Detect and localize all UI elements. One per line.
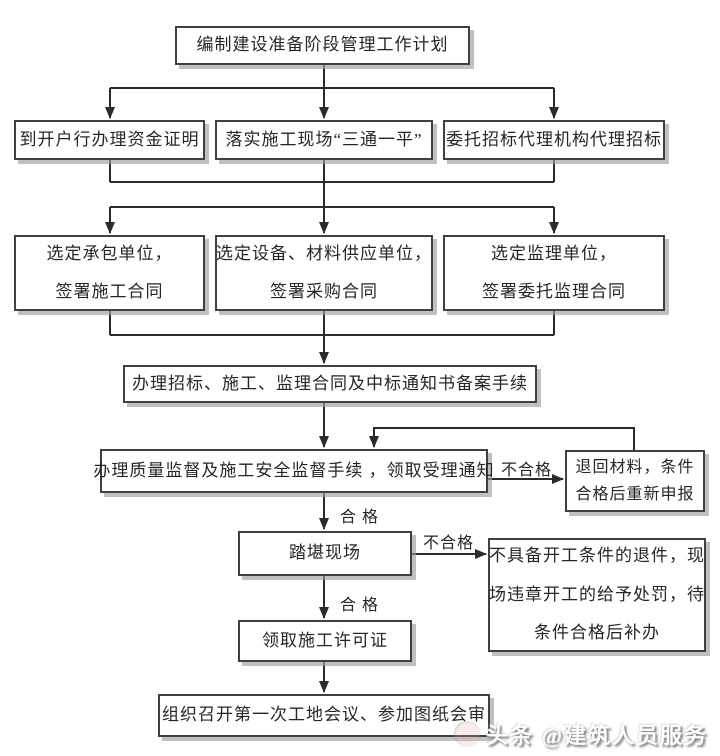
node-contractor-line1: 选定承包单位， xyxy=(46,244,173,264)
node-fund-cert: 到开户行办理资金证明 xyxy=(14,120,205,160)
node-site-three-one: 落实施工现场“三通一平” xyxy=(215,120,433,160)
node-bid-agency-label: 委托招标代理机构代理招标 xyxy=(446,129,662,149)
node-reject-punish-line2: 场违章开工的给予处罚，待 xyxy=(489,584,705,604)
node-quality-safety-label: 办理质量监督及施工安全监督手续 ，领取受理通知 xyxy=(93,460,495,480)
node-plan: 编制建设准备阶段管理工作计划 xyxy=(175,26,470,65)
node-supplier-line1: 选定设备、材料供应单位， xyxy=(216,244,432,264)
node-return-materials-line1: 退回材料，条件 xyxy=(575,458,695,476)
node-supervisor-line1: 选定监理单位， xyxy=(491,244,617,264)
node-supervisor-line2: 签署委托监理合同 xyxy=(482,281,626,301)
edge-label-unqualified-1: 不合格 xyxy=(501,462,553,479)
node-permit-label: 领取施工许可证 xyxy=(262,630,388,650)
watermark: 头条 @建筑人员服务 xyxy=(454,718,708,750)
node-contractor: 选定承包单位， 签署施工合同 xyxy=(14,235,205,311)
node-reject-punish: 不具备开工条件的退件，现 场违章开工的给予处罚，待 条件合格后补办 xyxy=(488,538,706,652)
node-site-visit: 踏堪现场 xyxy=(238,531,412,576)
node-first-meeting-label: 组织召开第一次工地会议、参加图纸会审 xyxy=(162,705,486,725)
node-permit: 领取施工许可证 xyxy=(238,620,412,662)
node-reject-punish-line3: 条件合格后补办 xyxy=(534,623,660,643)
edge-label-unqualified-2: 不合格 xyxy=(423,535,475,552)
node-bid-agency: 委托招标代理机构代理招标 xyxy=(443,120,665,160)
node-return-materials: 退回材料，条件 合格后重新申报 xyxy=(565,450,705,512)
node-filing-label: 办理招标、施工、监理合同及中标通知书备案手续 xyxy=(132,373,528,393)
node-filing: 办理招标、施工、监理合同及中标通知书备案手续 xyxy=(123,365,537,403)
node-supervisor: 选定监理单位， 签署委托监理合同 xyxy=(443,235,665,311)
node-plan-label: 编制建设准备阶段管理工作计划 xyxy=(196,35,449,55)
node-reject-punish-line1: 不具备开工条件的退件，现 xyxy=(489,546,705,566)
node-return-materials-line2: 合格后重新申报 xyxy=(575,486,695,503)
watermark-logo-icon xyxy=(454,721,481,747)
watermark-text: 头条 @建筑人员服务 xyxy=(486,723,708,748)
node-fund-cert-label: 到开户行办理资金证明 xyxy=(19,129,200,149)
node-supplier-line2: 签署采购合同 xyxy=(270,281,378,301)
node-quality-safety: 办理质量监督及施工安全监督手续 ，领取受理通知 xyxy=(93,449,494,493)
node-first-meeting: 组织召开第一次工地会议、参加图纸会审 xyxy=(158,694,490,737)
node-supplier: 选定设备、材料供应单位， 签署采购合同 xyxy=(215,235,433,311)
node-contractor-line2: 签署施工合同 xyxy=(55,281,164,301)
node-site-three-one-label: 落实施工现场“三通一平” xyxy=(225,129,423,149)
edge-label-qualified-1: 合 格 xyxy=(340,509,380,526)
node-site-visit-label: 踏堪现场 xyxy=(289,543,361,563)
edge-label-qualified-2: 合 格 xyxy=(340,597,380,614)
